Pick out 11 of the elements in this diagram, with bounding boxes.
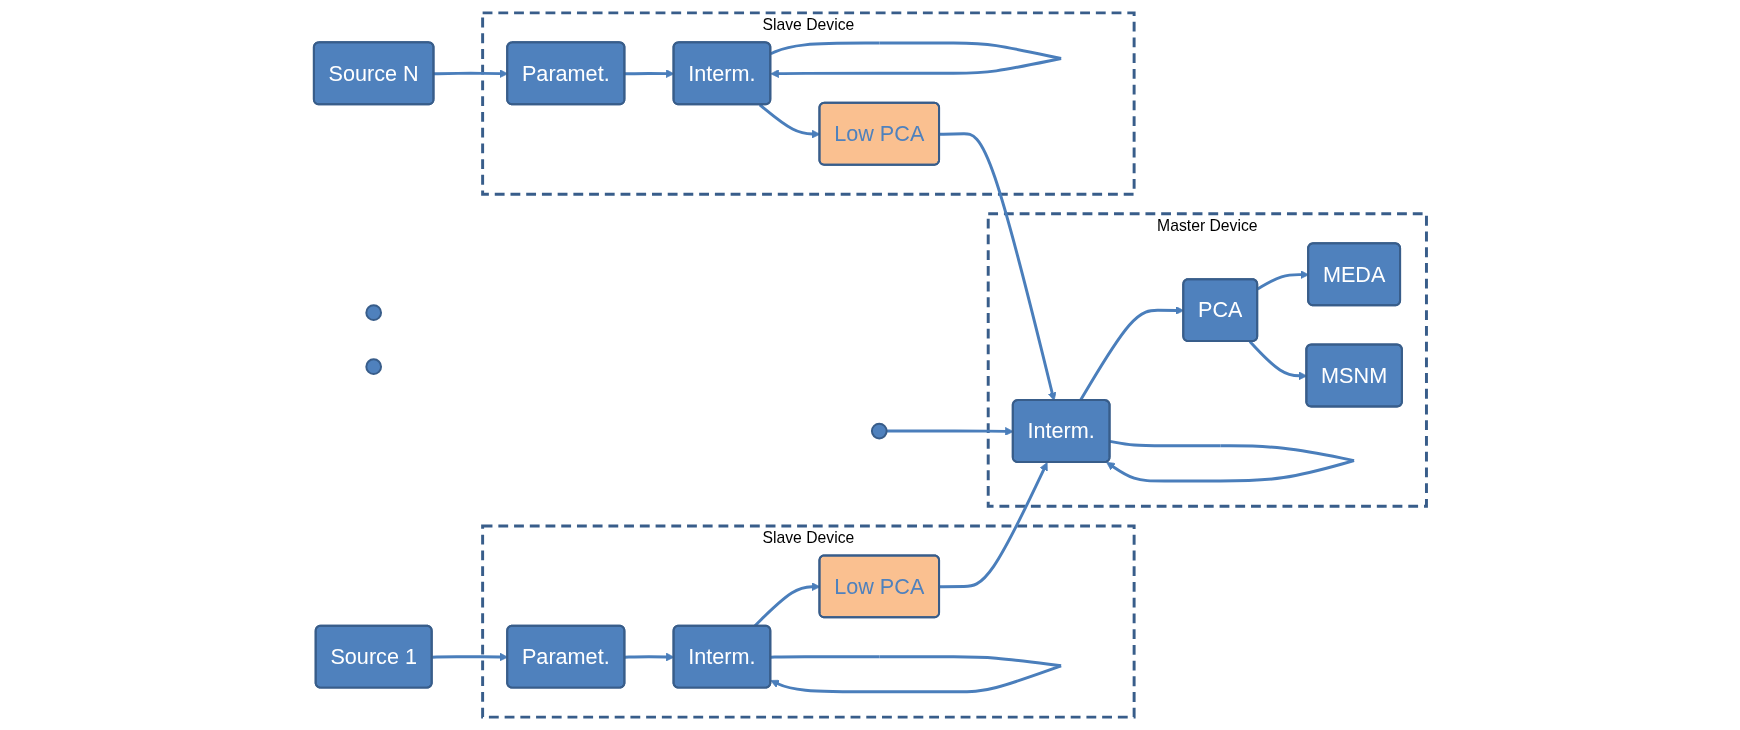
arrow — [432, 652, 508, 662]
arrow — [770, 41, 1062, 78]
node-circle — [365, 358, 382, 376]
arrow — [1106, 439, 1355, 483]
arrow — [939, 132, 1057, 401]
arrow — [1078, 306, 1184, 402]
arrow — [433, 69, 508, 78]
arrow — [939, 462, 1048, 589]
node-circle — [870, 422, 888, 440]
node-circle — [365, 304, 382, 321]
arrow — [770, 655, 1062, 694]
